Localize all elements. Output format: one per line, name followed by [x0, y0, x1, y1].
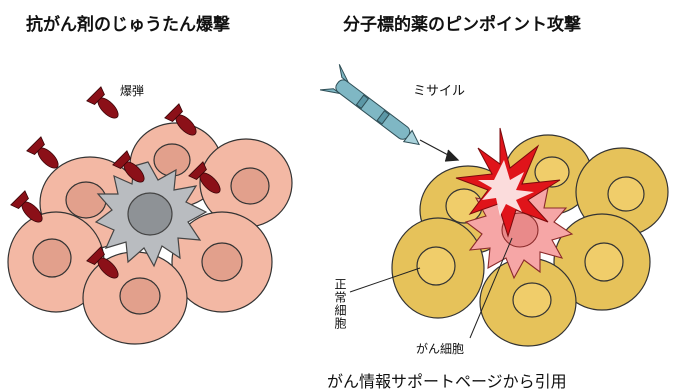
source-caption: がん情報サポートページから引用 — [327, 368, 567, 392]
right-normal-cell — [392, 218, 484, 318]
normal-cell-label: 正常細胞 — [332, 278, 349, 330]
missile-label: ミサイル — [413, 80, 465, 99]
bomb-label: 爆弾 — [120, 82, 144, 99]
cancer-cell-label: がん細胞 — [416, 340, 464, 357]
right-normal-cell — [480, 258, 576, 346]
missile-trajectory-arrow — [420, 140, 458, 161]
bomb-icon — [87, 87, 124, 124]
left-normal-cell — [83, 252, 187, 344]
missile-icon — [320, 64, 429, 157]
